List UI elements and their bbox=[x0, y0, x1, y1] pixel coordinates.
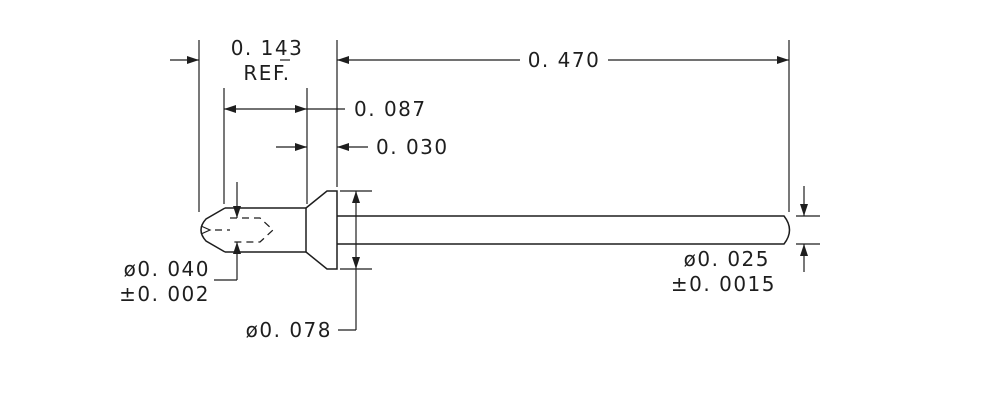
pin-tip bbox=[200, 207, 226, 253]
dimension-lines bbox=[170, 56, 808, 331]
dim-flange-diameter: ø0. 078 bbox=[246, 318, 332, 342]
dim-body-length: 0. 087 bbox=[354, 97, 427, 121]
dim-head-length-ref: REF. bbox=[243, 61, 290, 85]
dimension-labels: 0. 143 REF. 0. 470 0. 087 0. 030 ø0. 040… bbox=[119, 36, 776, 342]
dim-tip-diameter-tol: ±0. 002 bbox=[119, 282, 210, 306]
dim-pin-diameter-tol: ±0. 0015 bbox=[671, 272, 776, 296]
hidden-bore bbox=[200, 217, 274, 243]
dim-flange-thickness: 0. 030 bbox=[376, 135, 449, 159]
extension-lines bbox=[198, 40, 820, 270]
dim-overall-length: 0. 470 bbox=[528, 48, 601, 72]
pin-flange bbox=[305, 190, 338, 270]
dim-tip-diameter: ø0. 040 bbox=[124, 257, 210, 281]
dim-head-length: 0. 143 bbox=[231, 36, 304, 60]
dim-pin-diameter: ø0. 025 bbox=[684, 247, 770, 271]
pin-shaft bbox=[337, 215, 791, 245]
